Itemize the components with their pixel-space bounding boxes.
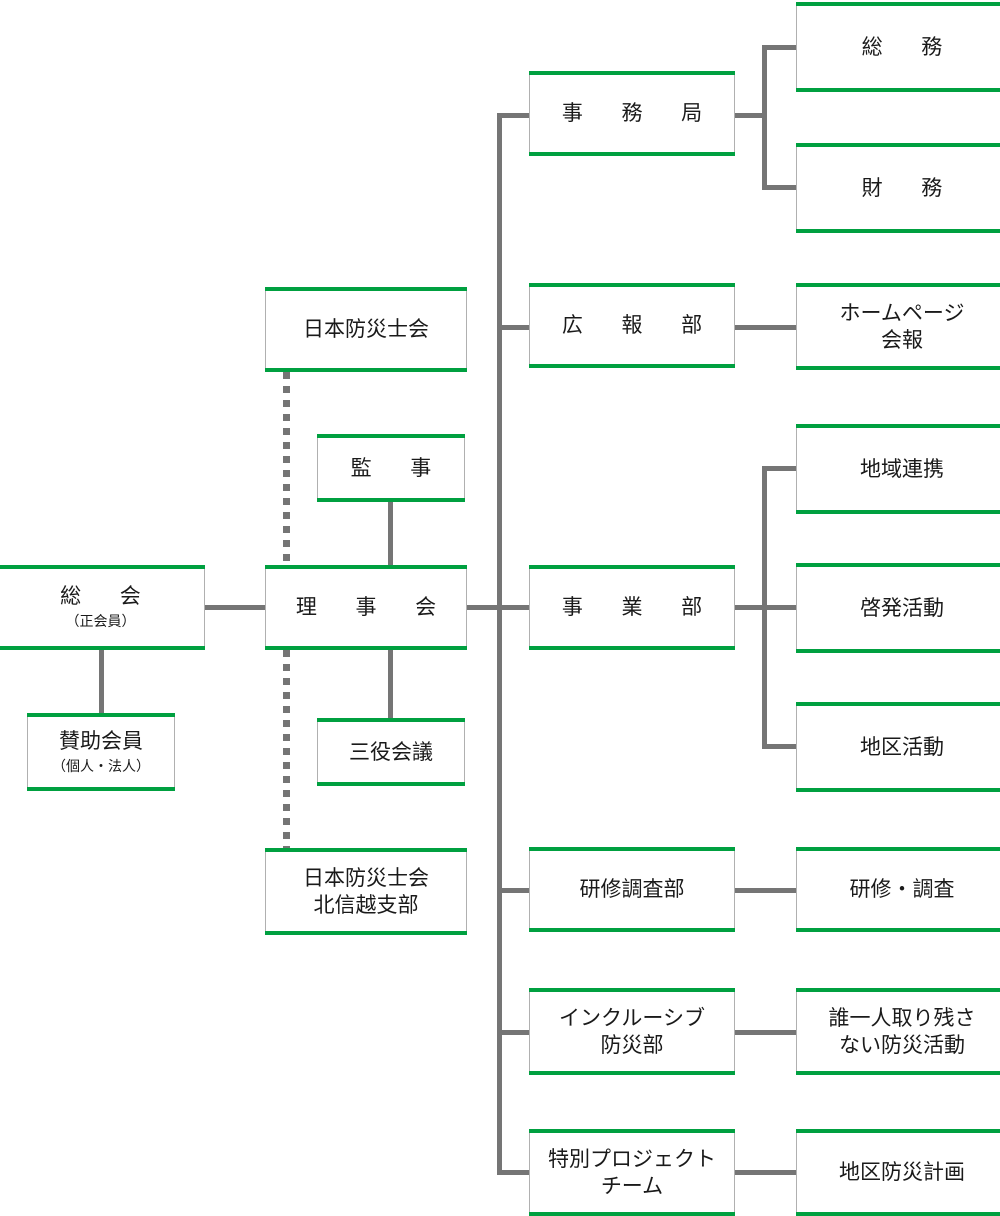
node-dare-hitori-nokosanai-line1: 誰一人取り残さ (828, 1005, 976, 1030)
node-nihon-bosaishikai-label: 日本防災士会 (303, 317, 429, 342)
node-soumu[interactable]: 総 務 (796, 2, 1000, 92)
node-kanji-label: 監 事 (350, 455, 441, 480)
connector-soukai-sanjo (99, 650, 104, 715)
branch-to-jigyoubu (497, 605, 531, 610)
connector-jimukyoku-subtrunk (735, 113, 767, 118)
branch-to-keihatsu (762, 605, 798, 610)
node-zaimu-label: 財 務 (861, 175, 952, 200)
branch-to-tokubetsu (497, 1170, 531, 1175)
branch-to-zaimu (762, 185, 798, 190)
connector-dashed-rijikai-hokushinetsu (283, 650, 290, 850)
node-inclusive-bosaibu-line1: インクルーシブ (559, 1005, 705, 1030)
connector-tokubetsu-chikukeikaku (735, 1170, 798, 1175)
branch-to-soumu (762, 45, 798, 50)
node-homepage-kaihou-line1: ホームページ (839, 300, 965, 325)
node-sanjo-kaiin-label: 賛助会員 (59, 728, 143, 753)
node-soukai[interactable]: 総 会 （正会員） (0, 565, 205, 650)
node-kenshu-chosa[interactable]: 研修・調査 (796, 847, 1000, 932)
node-chiku-bosai-keikaku-label: 地区防災計画 (839, 1160, 965, 1185)
node-kenshu-chosa-bu-label: 研修調査部 (579, 877, 685, 902)
node-jimukyoku[interactable]: 事 務 局 (529, 71, 735, 156)
branch-to-inclusive (497, 1030, 531, 1035)
node-sanjo-kaiin[interactable]: 賛助会員 （個人・法人） (27, 713, 175, 791)
connector-kouhoubu-homepage (735, 325, 798, 330)
node-hokushinetsu-shibu-line2: 北信越支部 (313, 892, 419, 917)
node-soukai-sublabel: （正会員） (65, 614, 136, 631)
node-tokubetsu-project-team[interactable]: 特別プロジェクト チーム (529, 1129, 735, 1216)
node-hokushinetsu-shibu[interactable]: 日本防災士会 北信越支部 (265, 848, 467, 935)
branch-to-jimukyoku (497, 113, 531, 118)
connector-jigyoubu-subtrunk (735, 605, 767, 610)
node-kouhoubu[interactable]: 広 報 部 (529, 283, 735, 368)
node-kenshu-chosa-bu[interactable]: 研修調査部 (529, 847, 735, 932)
branch-to-kouhoubu (497, 325, 531, 330)
trunk-vertical-main (497, 113, 502, 1175)
node-kenshu-chosa-label: 研修・調査 (849, 877, 955, 902)
connector-kenshubu-kenshuchosa (735, 888, 798, 893)
connector-rijikai-sanyaku (388, 650, 393, 719)
node-rijikai-label: 理 事 会 (295, 595, 445, 620)
node-jigyoubu[interactable]: 事 業 部 (529, 565, 735, 650)
node-keihatsu-katsudo-label: 啓発活動 (860, 595, 944, 620)
node-zaimu[interactable]: 財 務 (796, 143, 1000, 233)
node-dare-hitori-nokosanai-line2: ない防災活動 (839, 1032, 965, 1057)
node-sanjo-kaiin-sublabel: （個人・法人） (52, 758, 150, 775)
connector-kanji-rijikai (388, 502, 393, 566)
node-kanji[interactable]: 監 事 (317, 434, 465, 502)
node-nihon-bosaishikai[interactable]: 日本防災士会 (265, 287, 467, 372)
node-homepage-kaihou-line2: 会報 (881, 327, 923, 352)
branch-to-chiku-katsudo (762, 744, 798, 749)
node-inclusive-bosaibu[interactable]: インクルーシブ 防災部 (529, 988, 735, 1075)
node-kouhoubu-label: 広 報 部 (561, 313, 711, 338)
node-keihatsu-katsudo[interactable]: 啓発活動 (796, 563, 1000, 653)
node-sanyaku-kaigi[interactable]: 三役会議 (317, 718, 465, 786)
node-inclusive-bosaibu-line2: 防災部 (600, 1032, 664, 1057)
connector-dashed-nihonbosaishi-rijikai (283, 372, 290, 566)
node-rijikai[interactable]: 理 事 会 (265, 565, 467, 650)
node-hokushinetsu-shibu-line1: 日本防災士会 (303, 865, 429, 890)
node-chiiki-renkei[interactable]: 地域連携 (796, 424, 1000, 514)
node-chiku-bosai-keikaku[interactable]: 地区防災計画 (796, 1129, 1000, 1216)
node-sanyaku-kaigi-label: 三役会議 (349, 739, 433, 764)
node-dare-hitori-nokosanai[interactable]: 誰一人取り残さ ない防災活動 (796, 988, 1000, 1075)
node-chiku-katsudo[interactable]: 地区活動 (796, 702, 1000, 792)
node-tokubetsu-project-team-line2: チーム (600, 1173, 664, 1198)
branch-to-kenshubu (497, 888, 531, 893)
node-soukai-label: 総 会 (60, 584, 150, 609)
node-chiiki-renkei-label: 地域連携 (860, 456, 944, 481)
connector-soukai-rijikai (205, 605, 265, 610)
node-homepage-kaihou[interactable]: ホームページ 会報 (796, 283, 1000, 370)
node-soumu-label: 総 務 (861, 34, 952, 59)
subtrunk-jimukyoku (762, 45, 767, 190)
connector-inclusive-darehitori (735, 1030, 798, 1035)
node-chiku-katsudo-label: 地区活動 (860, 734, 944, 759)
node-jimukyoku-label: 事 務 局 (561, 101, 711, 126)
branch-to-chiiki-renkei (762, 466, 798, 471)
node-tokubetsu-project-team-line1: 特別プロジェクト (548, 1146, 716, 1171)
connector-rijikai-trunk (467, 605, 502, 610)
node-jigyoubu-label: 事 業 部 (561, 595, 711, 620)
